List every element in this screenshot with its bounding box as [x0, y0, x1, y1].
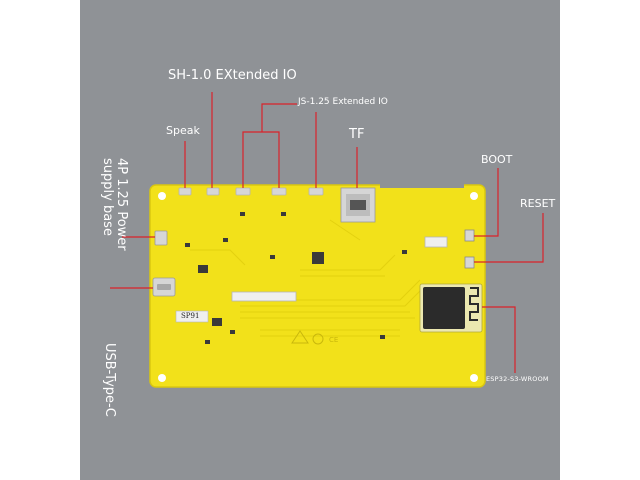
pcb-board	[149, 184, 486, 388]
side-header	[424, 236, 448, 248]
label-js-extended-io: JS-1.25 Extended IO	[298, 97, 388, 107]
esp32-module	[419, 283, 483, 333]
label-usb-type-c: USB-Type-C	[102, 343, 117, 417]
board-notch	[380, 182, 464, 188]
mounting-holes	[158, 192, 478, 382]
power-connector	[154, 230, 168, 246]
label-power-base-text: 4P 1.25 Power supply base	[100, 158, 129, 251]
svg-text:CE: CE	[329, 336, 338, 344]
leader-lines	[110, 92, 544, 373]
reset-button	[464, 256, 475, 269]
tf-card-slot	[340, 187, 376, 223]
chip-marking: SP91	[179, 312, 202, 320]
certification-marks: CE	[291, 330, 338, 345]
boot-button	[464, 229, 475, 242]
label-boot: BOOT	[481, 153, 513, 166]
label-usb-type-c-text: USB-Type-C	[102, 343, 117, 417]
label-power-base: 4P 1.25 Power supply base	[100, 158, 129, 268]
label-reset: RESET	[520, 197, 556, 210]
small-components	[185, 212, 407, 344]
top-connectors	[178, 187, 324, 196]
label-sh-extended-io: SH-1.0 EXtended IO	[168, 68, 297, 83]
label-tf: TF	[349, 127, 365, 142]
label-speak: Speak	[166, 124, 200, 137]
label-esp32-module: ESP32-S3-WROOM	[486, 375, 549, 383]
fpc-connector	[231, 291, 297, 302]
